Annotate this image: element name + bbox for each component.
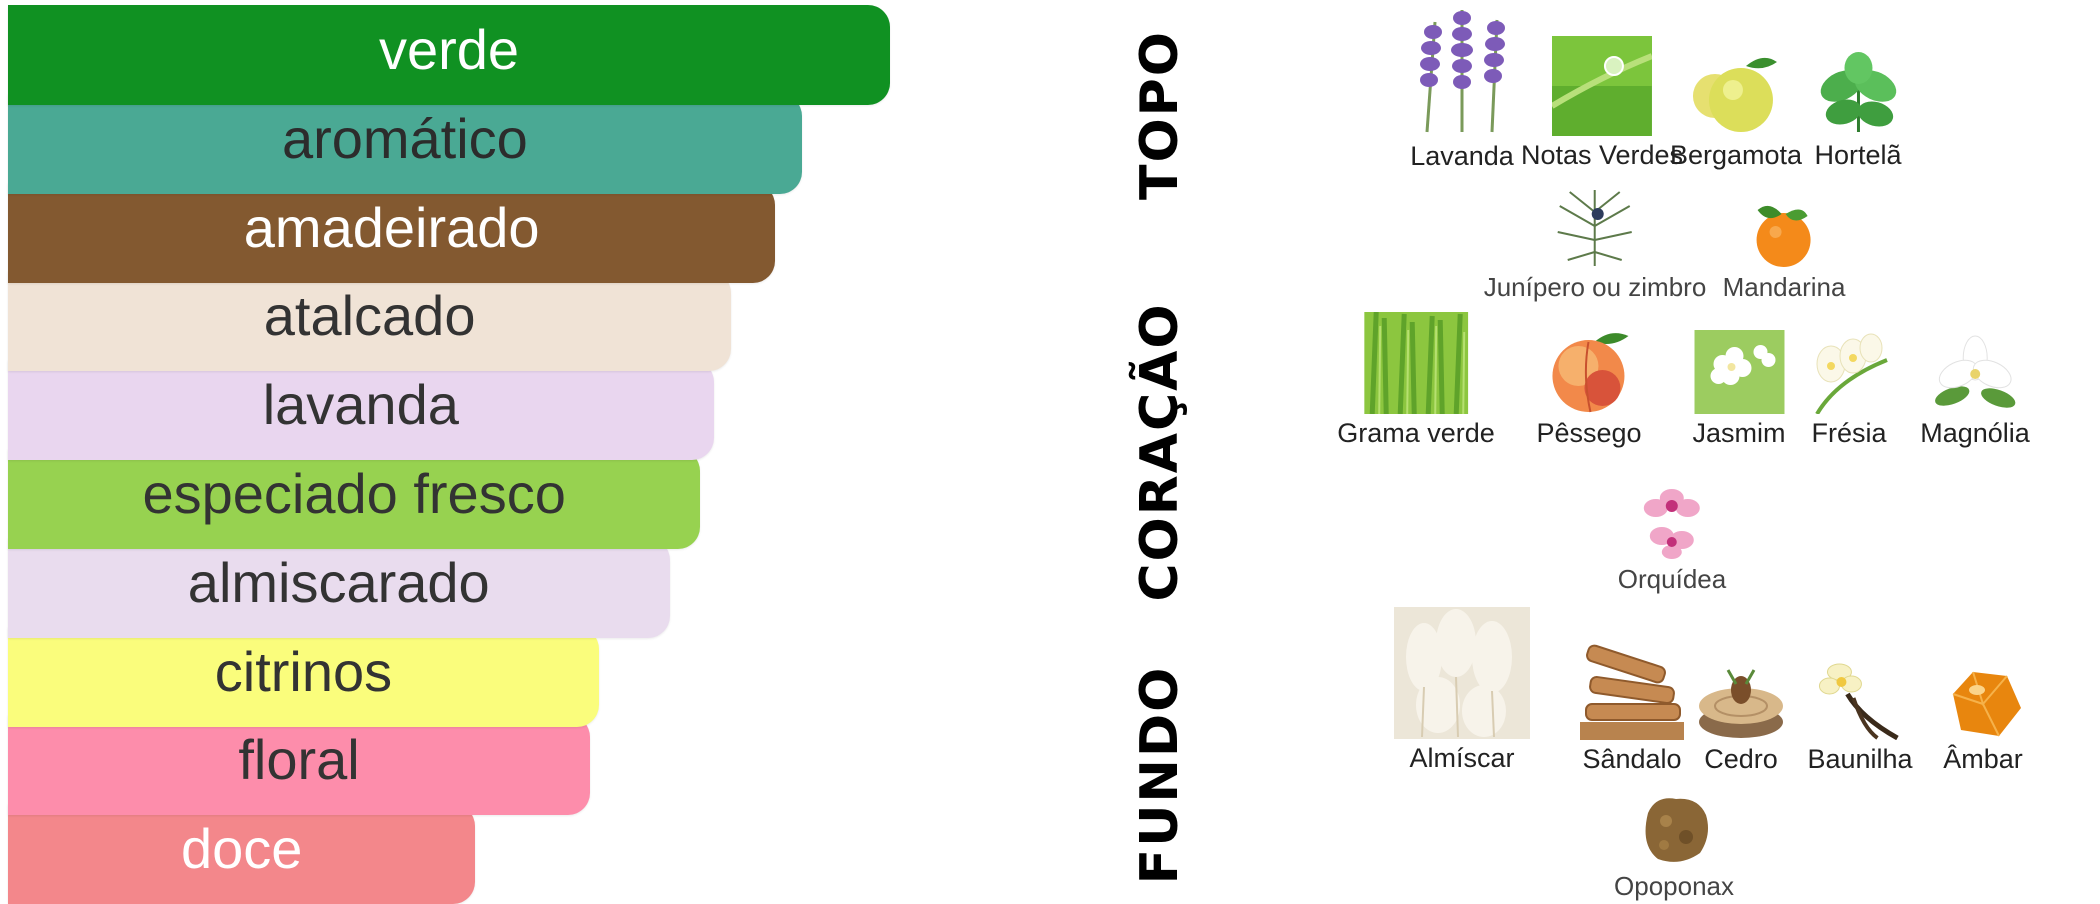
accord-bar-citrinos: citrinos bbox=[8, 626, 599, 727]
note-name: Bergamota bbox=[1669, 140, 1803, 170]
mint-icon bbox=[1820, 52, 1896, 132]
note-hortela[interactable]: Hortelã bbox=[1814, 50, 1902, 170]
tier-label-heart: CORAÇÃO bbox=[1130, 302, 1190, 602]
note-name: Pêssego bbox=[1536, 418, 1642, 448]
freesia-icon bbox=[1815, 333, 1888, 414]
note-baunilha[interactable]: Baunilha bbox=[1807, 658, 1913, 774]
orchid-icon bbox=[1644, 489, 1700, 559]
amber-icon bbox=[1952, 671, 2021, 737]
note-almiscar[interactable]: Almíscar bbox=[1394, 607, 1530, 773]
note-name: Frésia bbox=[1811, 418, 1887, 448]
main-accords: verde aromático amadeirado atalcado lava… bbox=[0, 0, 920, 904]
note-magnolia[interactable]: Magnólia bbox=[1920, 332, 2030, 448]
accord-label: atalcado bbox=[263, 284, 476, 348]
green-notes-icon bbox=[1552, 36, 1652, 136]
musk-icon bbox=[1394, 607, 1530, 739]
note-sandalo[interactable]: Sândalo bbox=[1580, 642, 1684, 774]
note-name: Grama verde bbox=[1337, 418, 1495, 448]
note-name: Baunilha bbox=[1807, 744, 1913, 774]
note-jasmim[interactable]: Jasmim bbox=[1693, 330, 1786, 448]
note-bergamota[interactable]: Bergamota bbox=[1670, 48, 1802, 170]
note-pessego[interactable]: Pêssego bbox=[1536, 326, 1642, 448]
accord-bar-verde: verde bbox=[8, 5, 890, 105]
note-name: Notas Verdes bbox=[1520, 140, 1684, 170]
note-grama-verde[interactable]: Grama verde bbox=[1337, 312, 1495, 448]
accord-bar-aromatico: aromático bbox=[8, 93, 802, 194]
accord-label: floral bbox=[238, 728, 360, 792]
mandarin-icon bbox=[1756, 205, 1811, 267]
note-name: Junípero ou zimbro bbox=[1483, 272, 1707, 302]
juniper-icon bbox=[1557, 190, 1633, 266]
accord-label: lavanda bbox=[262, 373, 459, 437]
cedar-icon bbox=[1699, 669, 1783, 738]
note-name: Mandarina bbox=[1722, 272, 1846, 302]
accord-label: verde bbox=[378, 18, 520, 81]
accord-bar-especiado-fresco: especiado fresco bbox=[8, 449, 701, 549]
note-name: Hortelã bbox=[1814, 140, 1902, 170]
note-ambar[interactable]: Âmbar bbox=[1943, 664, 2023, 774]
magnolia-icon bbox=[1934, 335, 2016, 408]
opoponax-icon bbox=[1645, 798, 1708, 862]
note-name: Orquídea bbox=[1617, 564, 1727, 594]
accord-label: amadeirado bbox=[243, 195, 540, 259]
note-mandarina[interactable]: Mandarina bbox=[1722, 196, 1846, 302]
note-opoponax[interactable]: Opoponax bbox=[1614, 793, 1734, 901]
note-junipero[interactable]: Junípero ou zimbro bbox=[1483, 186, 1707, 302]
jasmine-icon bbox=[1694, 330, 1784, 414]
accord-bar-atalcado: atalcado bbox=[8, 271, 732, 372]
note-name: Opoponax bbox=[1614, 871, 1734, 901]
note-notas-verdes[interactable]: Notas Verdes bbox=[1521, 36, 1683, 170]
sandalwood-icon bbox=[1580, 644, 1684, 740]
accord-bar-doce: doce bbox=[8, 804, 476, 904]
note-name: Âmbar bbox=[1943, 744, 2023, 774]
note-name: Cedro bbox=[1704, 744, 1778, 774]
note-name: Jasmim bbox=[1692, 418, 1786, 448]
note-name: Almíscar bbox=[1409, 743, 1515, 773]
peach-icon bbox=[1551, 333, 1628, 413]
accord-label: especiado fresco bbox=[142, 462, 566, 525]
tier-label-base: FUNDO bbox=[1130, 665, 1190, 885]
grass-icon bbox=[1364, 312, 1468, 414]
notes-pyramid: TOPO CORAÇÃO FUNDO Lavanda Notas Verdes bbox=[1120, 0, 2100, 901]
lavender-icon bbox=[1420, 10, 1505, 133]
bergamot-icon bbox=[1692, 57, 1777, 132]
accord-bar-almiscarado: almiscarado bbox=[8, 537, 670, 638]
accord-label: almiscarado bbox=[187, 550, 490, 614]
tier-label-top: TOPO bbox=[1130, 30, 1190, 200]
vanilla-icon bbox=[1818, 663, 1899, 740]
accord-bar-amadeirado: amadeirado bbox=[8, 182, 776, 283]
note-lavanda[interactable]: Lavanda bbox=[1397, 2, 1527, 171]
note-name: Magnólia bbox=[1920, 418, 2030, 448]
note-fresia[interactable]: Frésia bbox=[1807, 330, 1891, 448]
note-name: Sândalo bbox=[1582, 744, 1682, 774]
accord-bar-floral: floral bbox=[8, 715, 591, 816]
accord-label: citrinos bbox=[214, 639, 393, 703]
note-cedro[interactable]: Cedro bbox=[1698, 660, 1784, 774]
accord-bar-lavanda: lavanda bbox=[8, 360, 714, 461]
note-orquidea[interactable]: Orquídea bbox=[1618, 478, 1726, 594]
accord-label: aromático bbox=[281, 106, 528, 170]
note-name: Lavanda bbox=[1410, 141, 1514, 171]
accord-label: doce bbox=[181, 817, 303, 881]
